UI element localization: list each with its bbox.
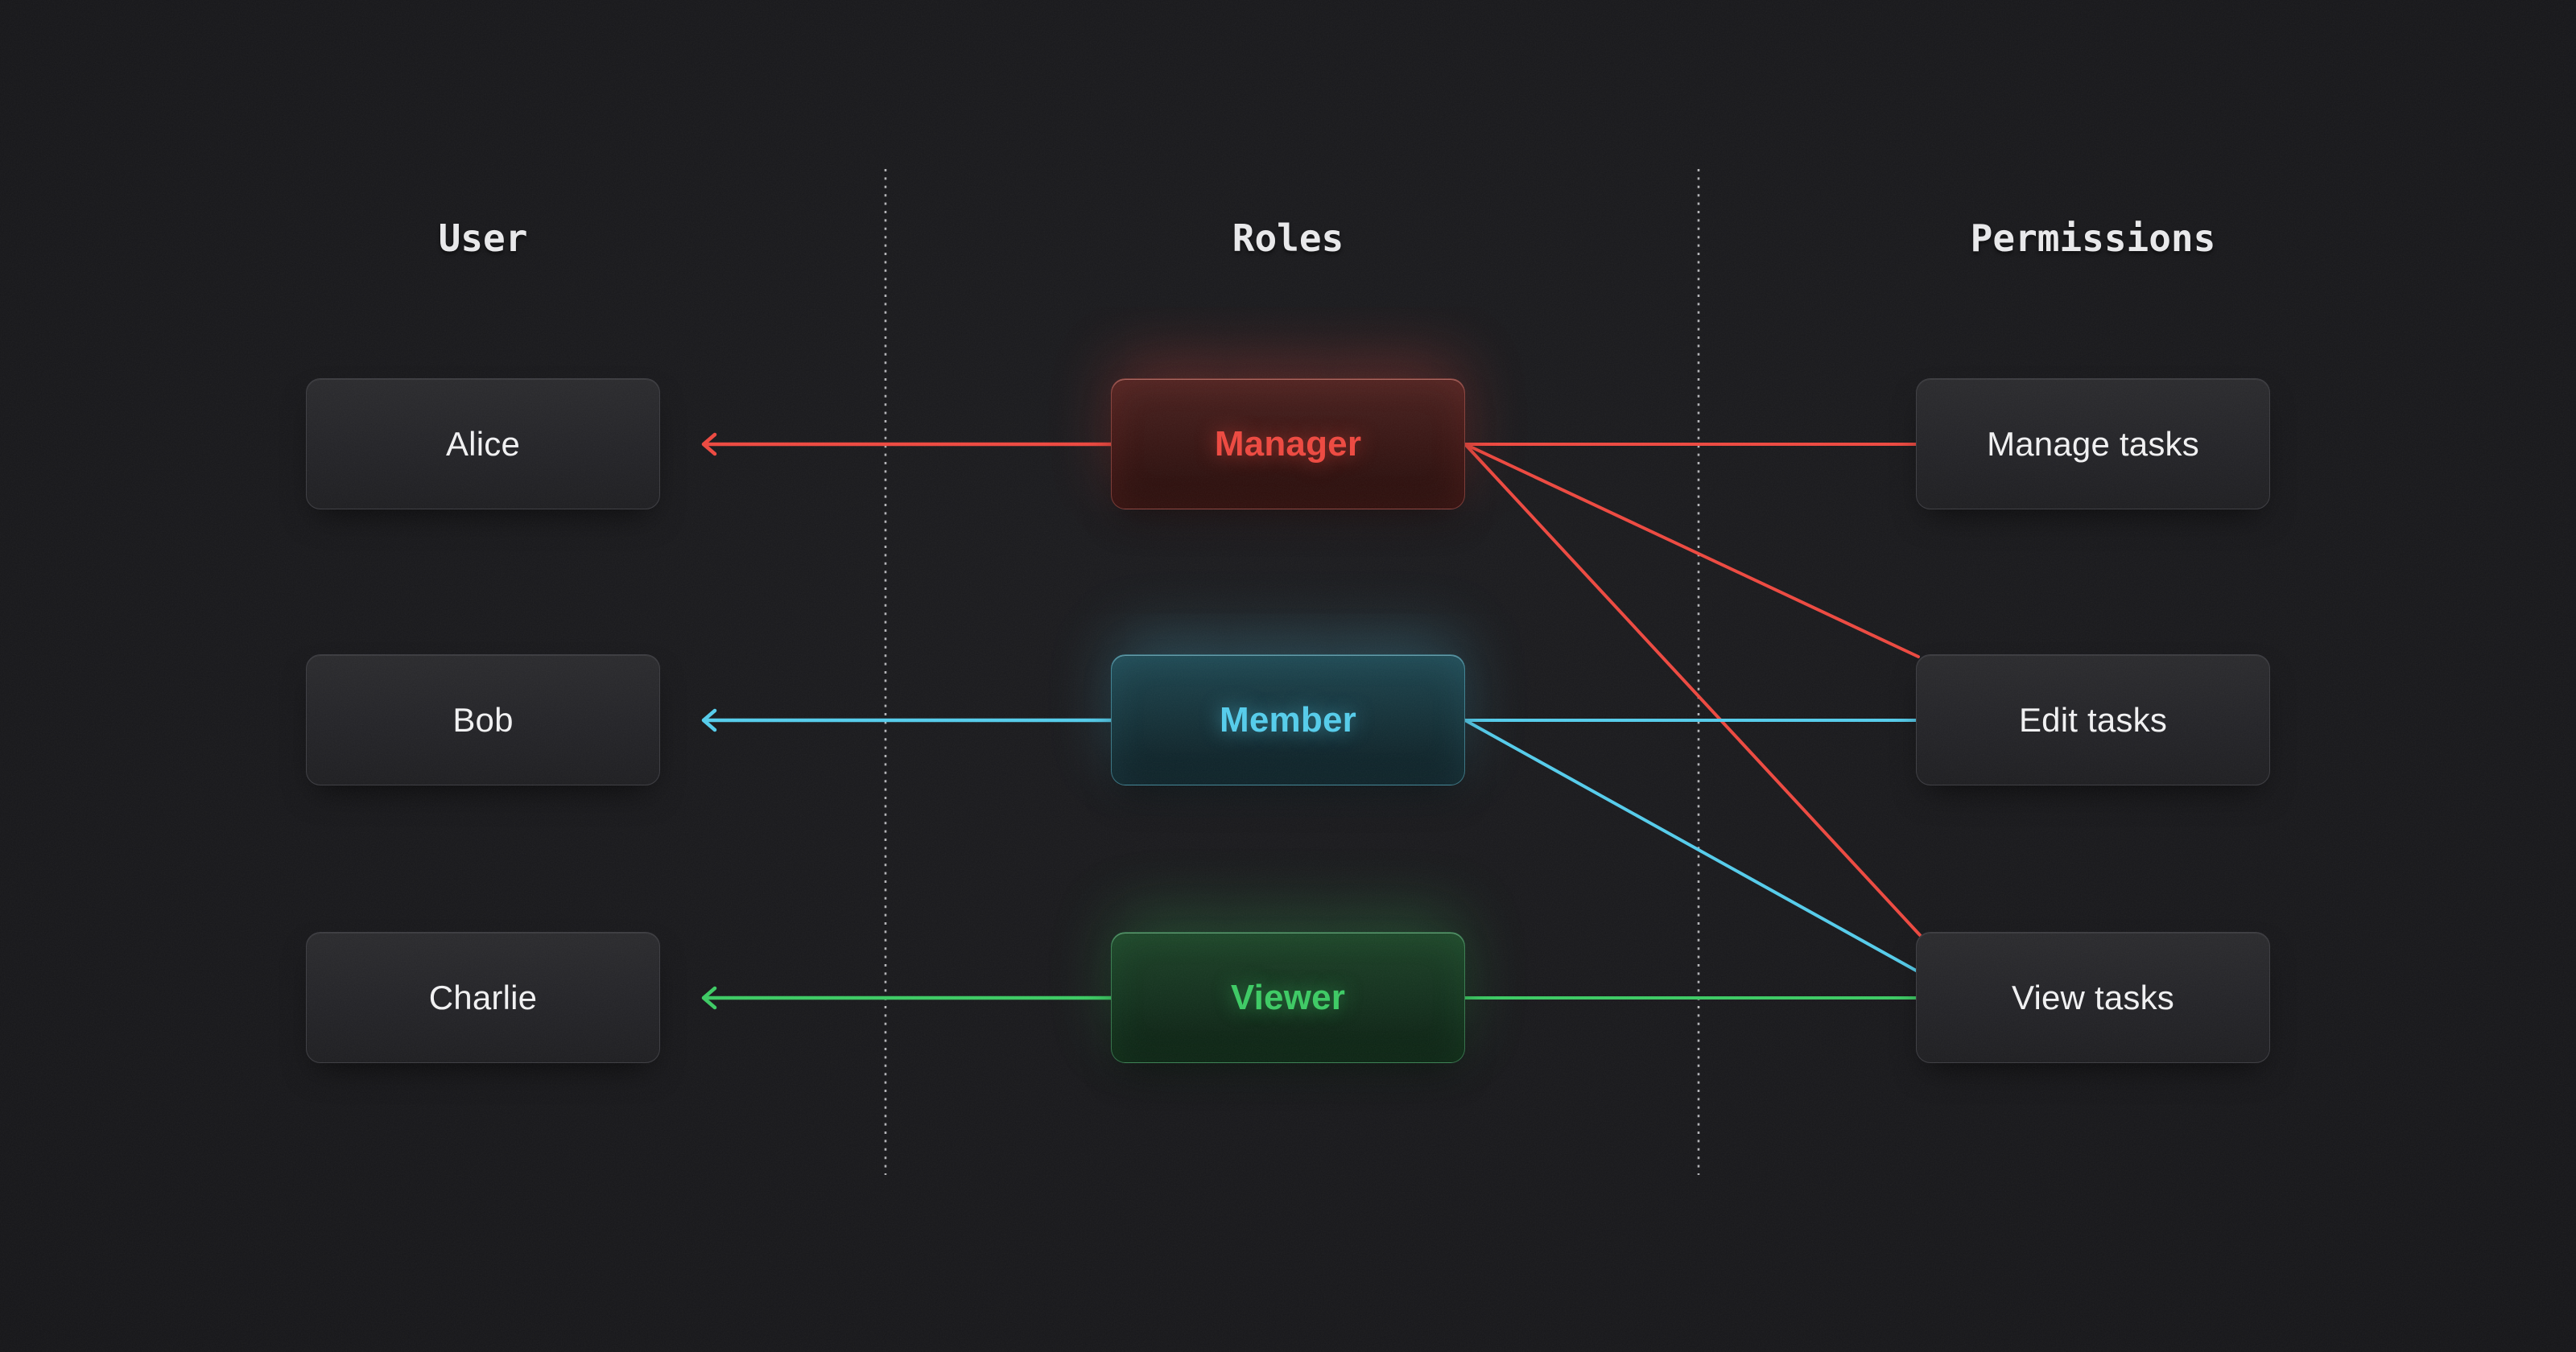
grant-line-manager-view-tasks: [1463, 443, 1922, 937]
user-node-bob: Bob: [306, 654, 660, 785]
arrowhead-member-bob: [701, 708, 717, 732]
column-title-roles: Roles: [1232, 216, 1344, 260]
role-label: Viewer: [1230, 977, 1346, 1017]
role-label: Manager: [1214, 423, 1362, 464]
role-label: Member: [1220, 699, 1356, 740]
arrowhead-viewer-charlie: [701, 986, 717, 1010]
arrowhead-manager-alice: [701, 432, 717, 456]
grant-line-member-view-tasks: [1463, 719, 1919, 973]
role-node-member: Member: [1111, 654, 1465, 785]
permission-node-edit-tasks: Edit tasks: [1916, 654, 2270, 785]
user-label: Alice: [445, 424, 521, 463]
permission-node-view-tasks: View tasks: [1916, 932, 2270, 1063]
permission-label: Edit tasks: [2018, 700, 2168, 739]
user-label: Bob: [452, 700, 514, 739]
permission-node-manage-tasks: Manage tasks: [1916, 378, 2270, 509]
permission-label: View tasks: [2012, 978, 2174, 1016]
user-node-charlie: Charlie: [306, 932, 660, 1063]
user-node-alice: Alice: [306, 378, 660, 509]
column-title-permissions: Permissions: [1970, 216, 2216, 260]
role-node-manager: Manager: [1111, 378, 1465, 509]
role-node-viewer: Viewer: [1111, 932, 1465, 1063]
grant-line-manager-edit-tasks: [1463, 443, 1920, 658]
user-label: Charlie: [428, 978, 538, 1016]
column-title-user: User: [438, 216, 528, 260]
permission-label: Manage tasks: [1987, 424, 2199, 463]
